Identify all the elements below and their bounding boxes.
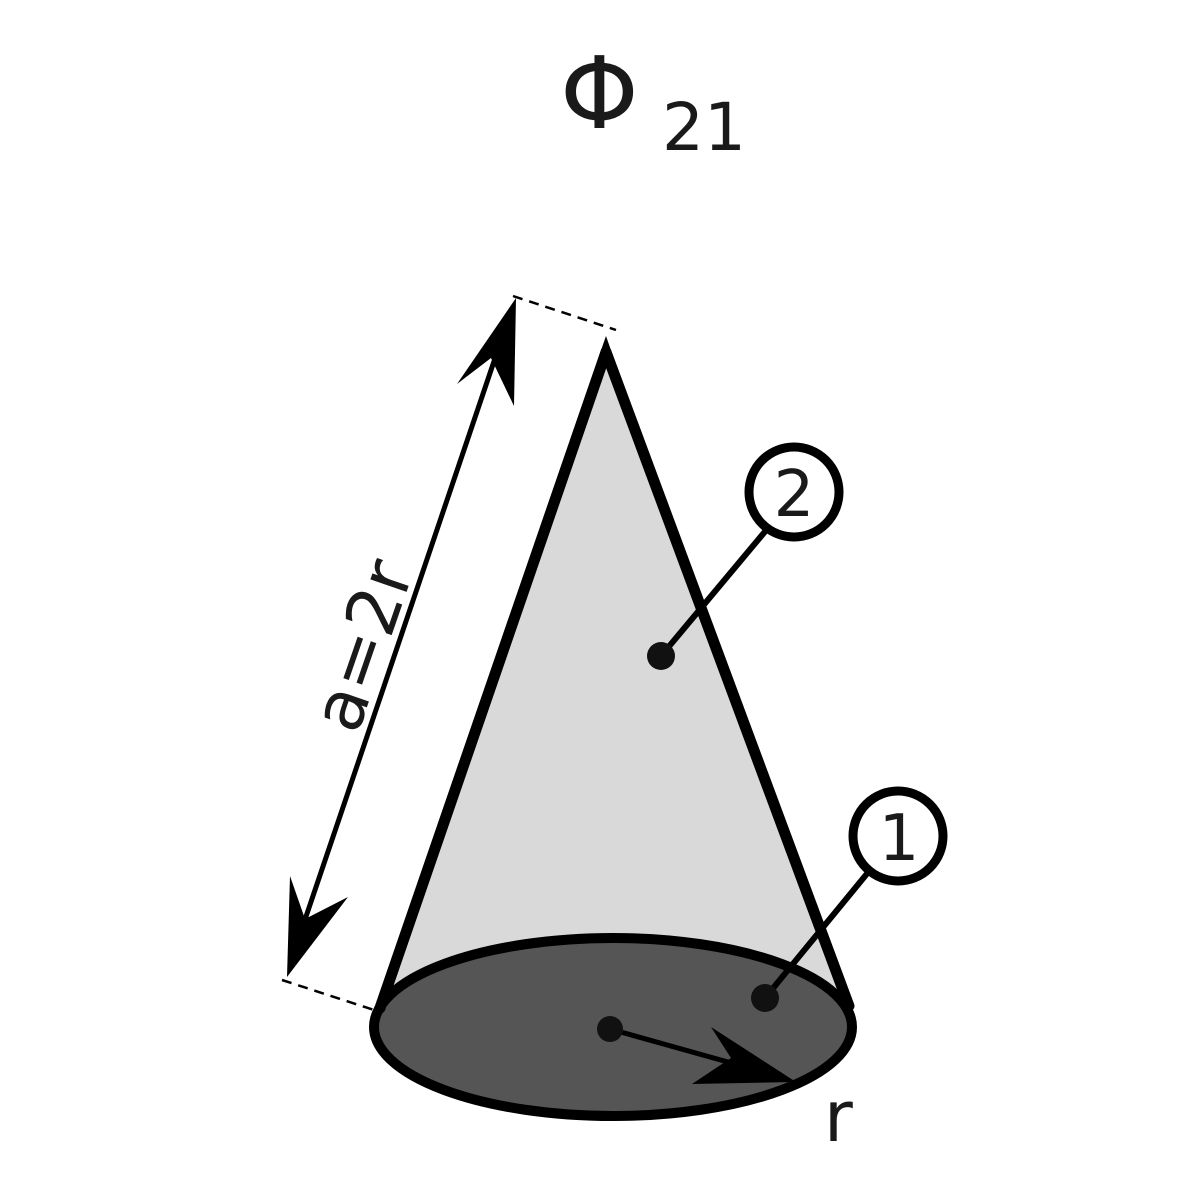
callout-1-number: 1 (879, 802, 920, 876)
radius-label: r (824, 1076, 853, 1158)
cone-apex-cap (599, 336, 613, 356)
title-subscript: 21 (662, 89, 746, 166)
callout-1-dot (751, 984, 779, 1012)
callout-1-leader (762, 868, 873, 1000)
callout-2-number: 2 (774, 458, 815, 532)
slant-height-arrow-down (287, 876, 348, 977)
slant-height-arrow-up (457, 298, 516, 406)
radius-arrowhead (692, 1027, 796, 1084)
dimension-extension-bottom (281, 978, 375, 1012)
callout-1-badge (848, 786, 948, 886)
base-center-dot (597, 1016, 623, 1042)
dimension-extension-top (512, 294, 617, 332)
cone-right-edge (600, 346, 855, 1012)
cone-left-edge (374, 346, 612, 1014)
slant-height-label: a=2r (296, 549, 431, 741)
callout-2-badge (744, 442, 844, 542)
slant-height-dimension-line (290, 319, 511, 956)
title-symbol: Φ (560, 35, 639, 152)
callout-2-leader (658, 520, 776, 658)
callout-2-dot (647, 642, 675, 670)
cone-lateral-surface (383, 352, 845, 1010)
